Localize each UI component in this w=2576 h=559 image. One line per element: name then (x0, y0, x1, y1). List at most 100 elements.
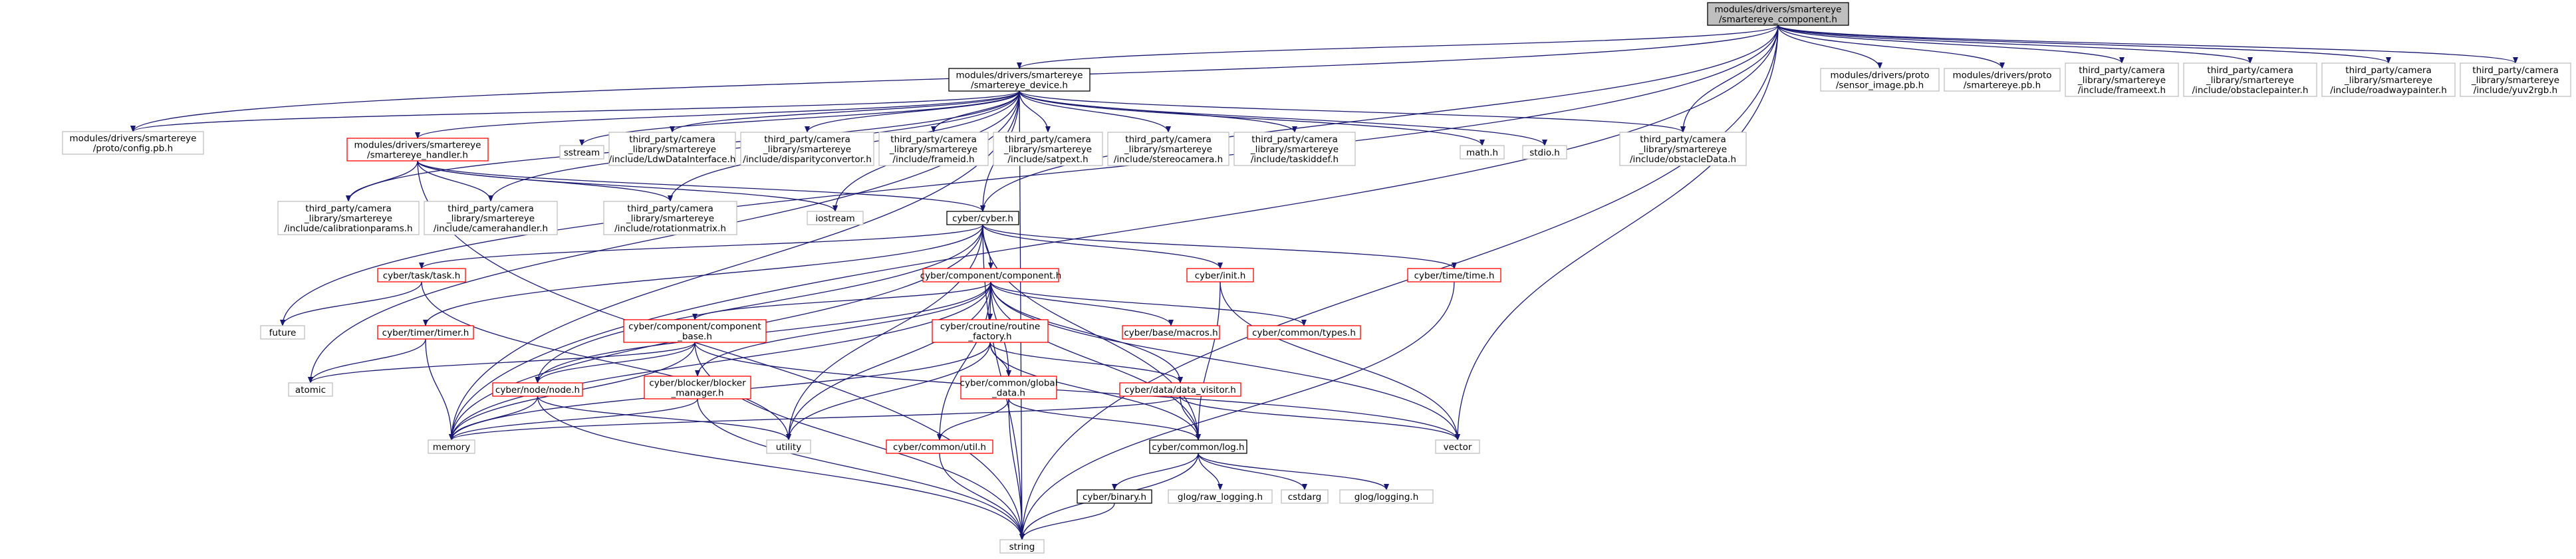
node-box-cyber (946, 211, 1019, 225)
node-label-line: cyber/croutine/routine (940, 322, 1040, 332)
node-yuv2rgb: third_party/camera_library/smartereye/in… (2460, 62, 2571, 97)
edge-component-to-types (990, 281, 1307, 326)
node-label-line: _manager.h (670, 388, 723, 399)
edge-log-to-raw_logging (1198, 453, 1223, 491)
node-label-line: /smartereye_handler.h (367, 150, 468, 161)
edge-node-to-memory (449, 395, 539, 441)
node-label-line: third_party/camera (305, 203, 391, 214)
node-label-line: _library/smartereye (2471, 75, 2559, 86)
node-label-line: _library/smartereye (889, 144, 977, 155)
edge-handler-to-iostream (417, 160, 838, 212)
node-label-line: memory (433, 442, 470, 453)
edge-component-to-log (990, 281, 1201, 441)
node-label-line: third_party/camera (1251, 134, 1337, 145)
node-label-line: /smartereye.pb.h (1964, 80, 2041, 91)
node-box-sensor_image (1820, 68, 1940, 92)
node-time[interactable]: cyber/time/time.h (1407, 268, 1501, 282)
edge-root-to-string (1019, 25, 1779, 540)
node-component[interactable]: cyber/component/component.h (920, 268, 1062, 282)
node-task[interactable]: cyber/task/task.h (377, 268, 466, 282)
node-handler[interactable]: modules/drivers/smartereye/smartereye_ha… (346, 138, 489, 162)
dependency-edges (130, 25, 2518, 540)
node-vector: vector (1435, 439, 1480, 454)
node-box-stdio (1522, 145, 1567, 160)
node-init[interactable]: cyber/init.h (1186, 268, 1254, 282)
node-box-memory (428, 439, 475, 454)
node-label-line: cyber/node/node.h (495, 385, 580, 395)
edge-log-to-cstdarg (1198, 453, 1307, 491)
edge-data_visitor-to-log (1180, 395, 1201, 441)
node-obstacledata: third_party/camera_library/smartereye/in… (1619, 132, 1747, 166)
edge-root-to-obstaclepainter (1777, 25, 2253, 64)
node-timer[interactable]: cyber/timer/timer.h (377, 325, 474, 340)
node-box-smartereye_pb (1944, 68, 2061, 92)
node-log[interactable]: cyber/common/log.h (1149, 439, 1247, 454)
node-label-line: cyber/timer/timer.h (382, 328, 469, 338)
node-label-line: third_party/camera (2472, 65, 2558, 76)
edge-cyber-to-node (535, 224, 983, 384)
node-frameext: third_party/camera_library/smartereye/in… (2065, 62, 2179, 97)
edge-root-to-future (280, 25, 1779, 326)
node-label-line: third_party/camera (2207, 65, 2293, 76)
node-global_data[interactable]: cyber/common/global_data.h (960, 376, 1058, 399)
node-label-line: cyber/time/time.h (1414, 271, 1495, 281)
node-data_visitor[interactable]: cyber/data/data_visitor.h (1119, 382, 1241, 397)
edge-device-to-stereocamera (1019, 90, 1171, 133)
edge-device-to-handler (415, 90, 1020, 139)
edge-routine_factory-to-utility (786, 342, 991, 441)
node-label-line: /include/obstaclepainter.h (2192, 85, 2309, 96)
node-root: modules/drivers/smartereye/smartereye_co… (1707, 2, 1849, 26)
node-box-util (886, 439, 993, 454)
node-label-line: /smartereye_device.h (971, 80, 1068, 91)
node-cstdarg: cstdarg (1281, 489, 1329, 504)
node-label-line: modules/drivers/proto (1952, 70, 2051, 81)
node-atomic: atomic (288, 382, 333, 397)
node-blocker_manager[interactable]: cyber/blocker/blocker_manager.h (644, 376, 751, 399)
node-label-line: third_party/camera (629, 134, 715, 145)
edge-root-to-roadwaypainter (1777, 25, 2391, 64)
node-node[interactable]: cyber/node/node.h (492, 382, 583, 397)
edge-cyber-to-timer (423, 224, 983, 326)
node-box-logging (1339, 489, 1434, 504)
node-binary[interactable]: cyber/binary.h (1077, 489, 1152, 504)
edge-data_visitor-to-vector (1180, 395, 1460, 441)
node-box-routine_factory (932, 319, 1049, 343)
node-lddatainterface: third_party/camera_library/smartereye/in… (608, 132, 736, 166)
node-box-device (948, 68, 1091, 92)
edge-global_data-to-string (1008, 398, 1025, 540)
node-label-line: _base.h (677, 332, 712, 342)
node-box-init (1186, 268, 1254, 282)
node-roadwaypainter: third_party/camera_library/smartereye/in… (2321, 62, 2456, 97)
node-box-raw_logging (1168, 489, 1273, 504)
node-component_base[interactable]: cyber/component/component_base.h (623, 319, 767, 343)
edge-cyber-to-utility (786, 224, 983, 441)
node-label-line: third_party/camera (627, 203, 713, 214)
node-box-frameid (878, 132, 989, 166)
edge-init-to-vector (1220, 281, 1460, 441)
node-label-line: cyber/common/util.h (893, 442, 986, 453)
edge-component_base-to-vector (694, 342, 1460, 441)
node-raw_logging: glog/raw_logging.h (1168, 489, 1273, 504)
edge-component-to-macros (990, 281, 1174, 326)
node-routine_factory[interactable]: cyber/croutine/routine_factory.h (932, 319, 1049, 343)
node-box-node (492, 382, 583, 397)
node-label-line: _library/smartereye (2206, 75, 2294, 86)
node-device[interactable]: modules/drivers/smartereye/smartereye_de… (948, 68, 1091, 92)
edge-timer-to-atomic (308, 338, 426, 384)
edge-root-to-frameext (1777, 25, 2125, 64)
node-box-vector (1435, 439, 1480, 454)
node-config_pb: modules/drivers/smartereye/proto/config.… (62, 131, 204, 155)
node-util[interactable]: cyber/common/util.h (886, 439, 993, 454)
edge-data_visitor-to-memory (449, 395, 1181, 441)
edge-device-to-config_pb (130, 90, 1020, 132)
node-cyber[interactable]: cyber/cyber.h (946, 211, 1019, 225)
node-box-config_pb (62, 131, 204, 155)
node-label-line: cyber/task/task.h (383, 271, 461, 281)
node-types[interactable]: cyber/common/types.h (1247, 325, 1361, 340)
node-label-line: glog/raw_logging.h (1178, 492, 1263, 503)
edge-component-to-memory (449, 281, 991, 441)
node-box-obstaclepainter (2183, 62, 2317, 97)
node-label-line: cyber/common/types.h (1252, 328, 1356, 338)
node-macros[interactable]: cyber/base/macros.h (1122, 325, 1220, 340)
node-box-root (1707, 2, 1849, 26)
